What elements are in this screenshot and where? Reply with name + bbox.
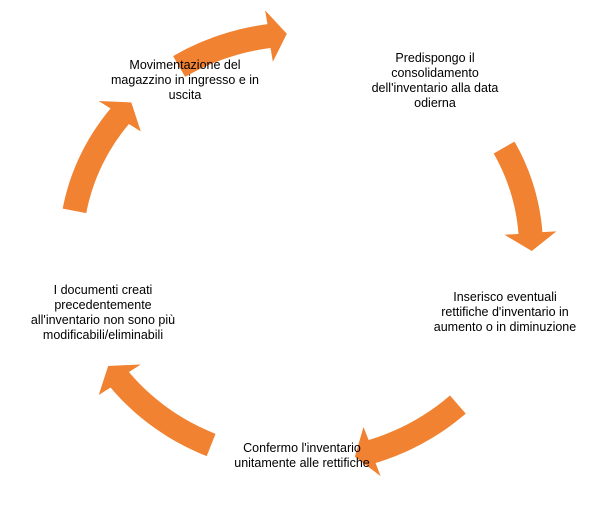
arrow-upper-left (62, 100, 141, 214)
arrow-lower-right (354, 395, 466, 477)
step-warehouse-movements: Movimentazione del magazzino in ingresso… (111, 58, 259, 102)
step-confirm-inventory: Confermo l'inventario unitamente alle re… (234, 441, 370, 470)
arrow-lower-left (98, 364, 216, 457)
arrow-upper-right (493, 141, 557, 252)
step-insert-adjustments: Inserisco eventuali rettifiche d'inventa… (433, 290, 577, 334)
step-documents-locked: I documenti creati precedentemente all'i… (30, 283, 176, 342)
step-prepare-consolidation: Predispongo il consolidamento dell'inven… (371, 51, 499, 110)
arrow-top (173, 10, 287, 77)
cycle-arrows (62, 10, 557, 477)
